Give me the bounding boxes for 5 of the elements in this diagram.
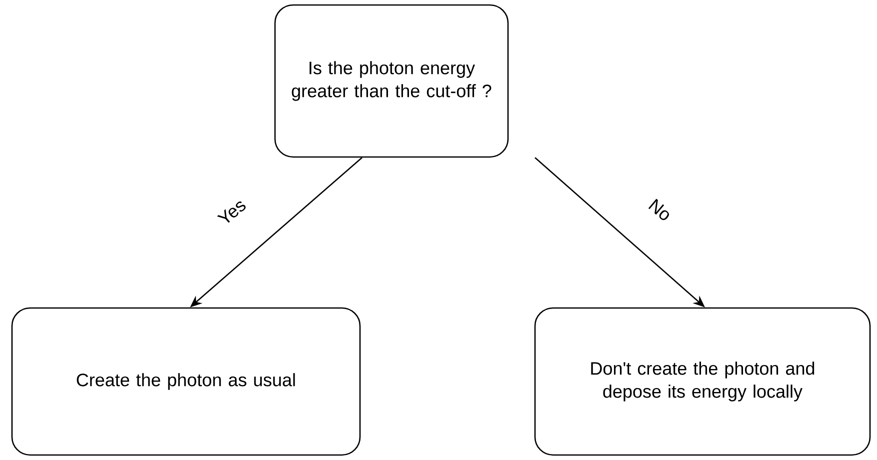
edge-label: Yes: [215, 196, 249, 228]
process-box: Is the photon energy greater than the cut-off ?: [274, 4, 509, 158]
edge-label: No: [646, 196, 674, 224]
process-box: Create the photon as usual: [11, 307, 361, 456]
process-box: Don't create the photon and depose its energy locally: [534, 307, 871, 456]
